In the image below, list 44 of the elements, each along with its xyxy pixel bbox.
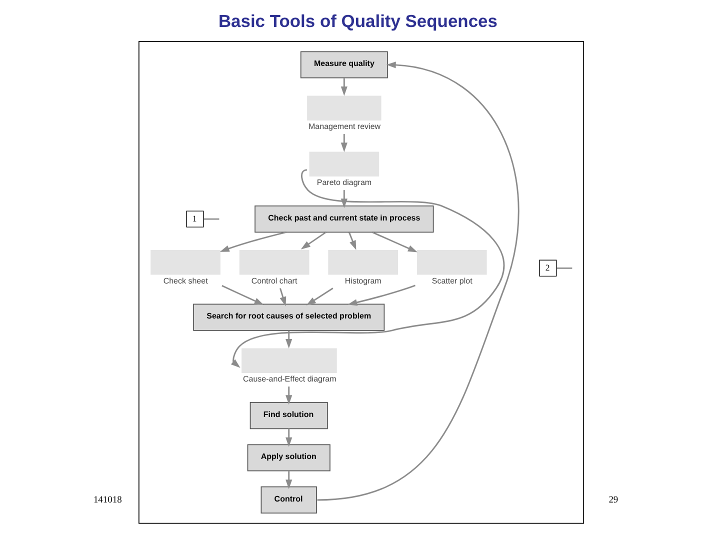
arrow <box>230 169 504 368</box>
node-box <box>416 250 487 275</box>
node-box: 1 <box>186 210 204 228</box>
node-box <box>307 96 382 120</box>
arrow <box>280 288 286 306</box>
node-box: Apply solution <box>247 444 330 472</box>
node-label: Histogram <box>344 276 382 286</box>
connector <box>204 218 220 220</box>
node-box <box>150 250 220 275</box>
arrow <box>372 232 418 252</box>
node-label: Cause-and-Effect diagram <box>243 374 336 384</box>
label: 141018 <box>93 495 122 506</box>
arrow <box>348 284 416 306</box>
node-box: Check past and current state in process <box>254 206 434 233</box>
node-label: Check sheet <box>163 276 208 286</box>
node-label: Control chart <box>251 276 298 286</box>
node-box: Control <box>260 486 317 514</box>
arrow <box>220 231 287 252</box>
node-box <box>328 250 398 275</box>
node-box <box>242 348 337 373</box>
arrow <box>286 428 292 447</box>
arrow <box>348 232 356 250</box>
node-label: Pareto diagram <box>316 178 372 188</box>
node-label: Management review <box>308 122 381 132</box>
arrow <box>340 134 348 152</box>
node-box: Measure quality <box>300 51 388 78</box>
connector <box>556 267 572 269</box>
node-box: Find solution <box>250 402 328 430</box>
node-label: Scatter plot <box>432 276 472 286</box>
label: 29 <box>608 495 618 506</box>
arrow <box>222 285 264 306</box>
node-box: 2 <box>539 260 557 277</box>
arrow <box>340 78 348 96</box>
cluster <box>138 41 584 524</box>
node-box <box>239 250 310 275</box>
arrow <box>300 232 326 250</box>
diagram-title: Basic Tools of Quality Sequences <box>218 11 498 32</box>
node-box <box>309 152 380 176</box>
arrow <box>306 288 334 306</box>
arrow <box>286 470 292 490</box>
node-box: Search for root causes of selected problem <box>193 304 385 331</box>
arrow <box>286 386 292 405</box>
arrow <box>286 330 292 348</box>
arrow <box>317 62 520 501</box>
